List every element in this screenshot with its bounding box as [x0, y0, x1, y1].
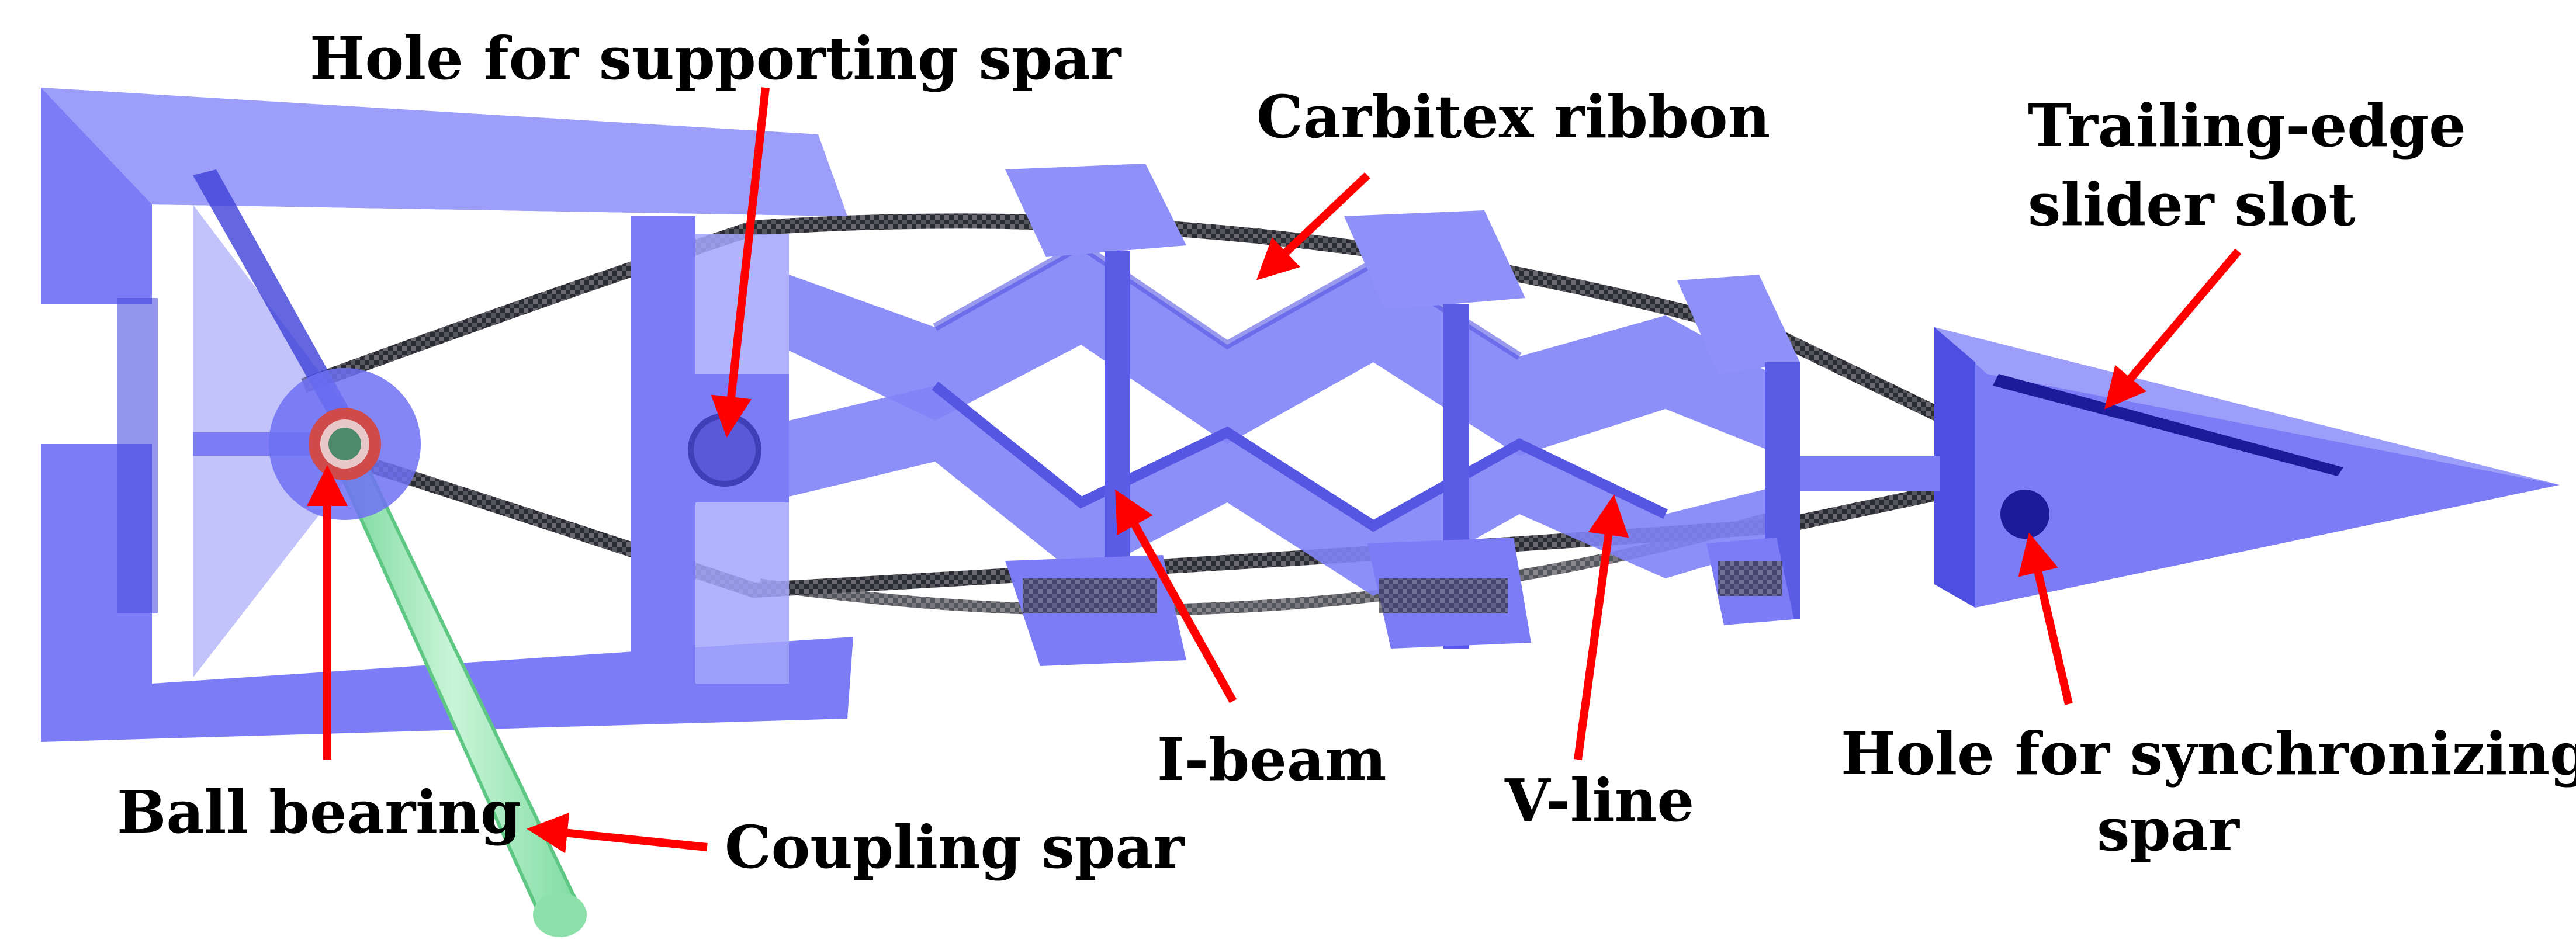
arrow-i-beam: [1115, 489, 1237, 703]
label-support-hole: Hole for supporting spar: [310, 24, 1121, 93]
arrow-support-hole: [711, 87, 770, 438]
i-beam-3: [1677, 275, 1800, 625]
label-carbitex-ribbon: Carbitex ribbon: [1256, 82, 1771, 151]
label-coupling-spar: Coupling spar: [725, 813, 1185, 882]
label-sync-hole-line2: spar: [2097, 795, 2239, 864]
label-v-line: V-line: [1505, 766, 1695, 835]
arrow-sync-hole: [2018, 532, 2073, 705]
ball-bearing: [269, 368, 421, 520]
label-sync-hole-line1: Hole for synchronizing: [1841, 719, 2576, 788]
sync-spar-hole: [2000, 490, 2049, 539]
i-beam-1: [1005, 164, 1186, 666]
truss-section: [789, 240, 1782, 596]
arrow-slider-slot: [2104, 248, 2242, 410]
callout-arrows: [307, 87, 2242, 854]
i-beam-2: [1344, 210, 1531, 649]
arrow-v-line: [1574, 494, 1629, 760]
arrow-ribbon: [1256, 172, 1370, 280]
arrow-coupling-spar: [527, 812, 708, 854]
label-i-beam: I-beam: [1157, 725, 1387, 794]
label-slider-slot-line1: Trailing-edge: [2028, 91, 2466, 160]
slider-slot: [1993, 374, 2343, 476]
label-slider-slot-line2: slider slot: [2028, 170, 2356, 239]
trailing-edge-slider: [1800, 327, 2560, 608]
label-ball-bearing: Ball bearing: [117, 778, 521, 847]
